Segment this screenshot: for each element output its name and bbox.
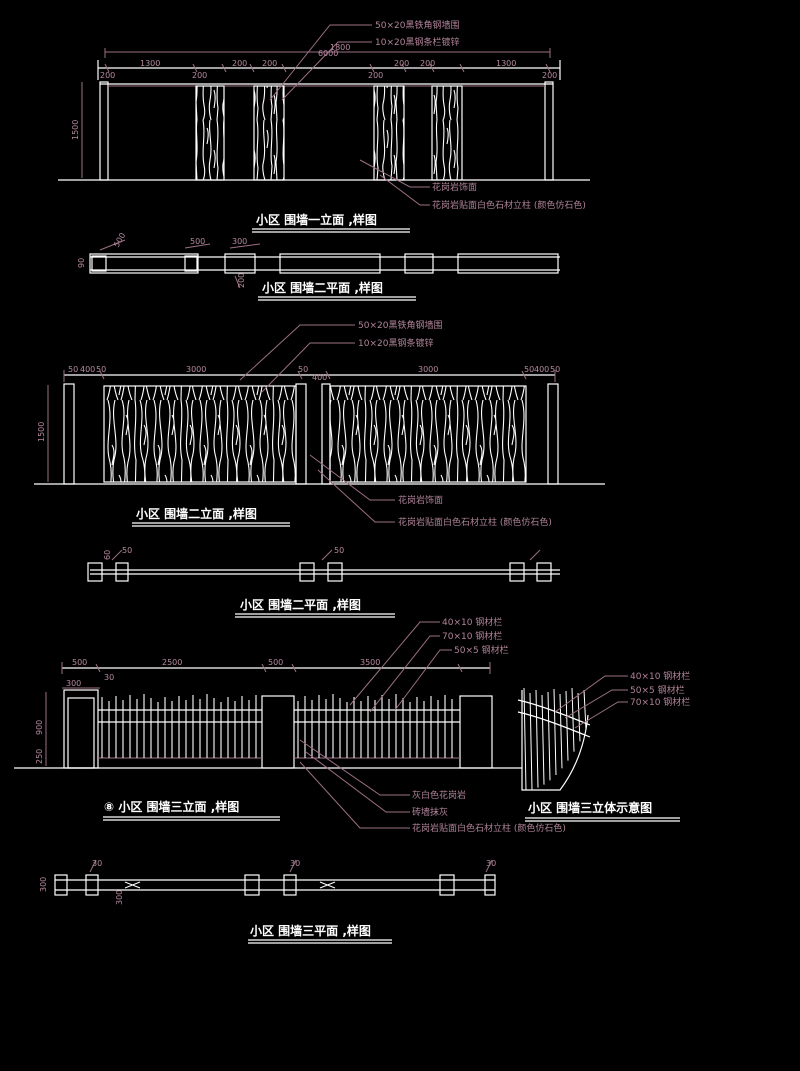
dim-label: 50 xyxy=(122,546,132,555)
drawing-title: 小区 围墙二平面 ,样图 xyxy=(262,280,383,295)
dim-label: 500 xyxy=(72,658,87,667)
dim-label: 200 xyxy=(420,59,435,68)
drawing-title: 小区 围墙三立体示意图 xyxy=(528,800,652,815)
dim-label: 30 xyxy=(486,859,496,868)
dim-label: 200 xyxy=(237,273,246,288)
note: 50×5 钢材栏 xyxy=(454,644,509,656)
picket xyxy=(583,689,587,731)
dim-label: 1800 xyxy=(330,43,350,52)
dim-label: 500 xyxy=(112,231,127,249)
dim-label: 300 xyxy=(39,877,48,892)
picket xyxy=(541,694,545,785)
dim-label: 200 xyxy=(394,59,409,68)
dim-label: 200 xyxy=(368,71,383,80)
dim-label: 500 xyxy=(268,658,283,667)
picket xyxy=(553,688,557,776)
picket xyxy=(529,692,533,790)
note: 40×10 钢材栏 xyxy=(630,670,690,682)
dim-label: 3000 xyxy=(186,365,206,374)
dim-label: 1300 xyxy=(496,59,516,68)
dim-label: 300 xyxy=(66,679,81,688)
drawing-title: ⑧ 小区 围墙三立面 ,样图 xyxy=(104,799,239,814)
elevation-3 xyxy=(14,621,522,829)
picket xyxy=(571,687,575,752)
dim-label: 90 xyxy=(77,258,86,268)
dim-label: 200 xyxy=(542,71,557,80)
elevation-1 xyxy=(58,24,590,233)
dim-label: 200 xyxy=(232,59,247,68)
note: 50×20黑铁角钢墙围 xyxy=(375,19,459,31)
dim-label: 30 xyxy=(92,859,102,868)
dim-label: 60 xyxy=(103,550,112,560)
note: 花岗岩贴面白色石材立柱 (颜色仿石色) xyxy=(432,199,586,211)
dim-label: 30 xyxy=(104,673,114,682)
dim-label: 200 xyxy=(192,71,207,80)
plan-1 xyxy=(89,239,560,301)
drawing-title: 小区 围墙二立面 ,样图 xyxy=(136,506,257,521)
drawing-title: 小区 围墙二平面 ,样图 xyxy=(240,597,361,612)
note: 10×20黑钢条镀锌 xyxy=(358,337,433,349)
picket xyxy=(535,689,539,788)
dim-height: 1500 xyxy=(37,422,46,442)
dim-label: 200 xyxy=(262,59,277,68)
dim-label: 50 xyxy=(68,365,78,374)
note: 花岗岩饰面 xyxy=(432,181,477,193)
drawing-title: 小区 围墙一立面 ,样图 xyxy=(256,212,377,227)
plan-2 xyxy=(87,549,560,618)
note: 花岗岩贴面白色石材立柱 (颜色仿石色) xyxy=(398,516,552,528)
dim-height: 250 xyxy=(35,749,44,764)
note: 花岗岩饰面 xyxy=(398,494,443,506)
dim-label: 1300 xyxy=(140,59,160,68)
dim-label: 50 xyxy=(550,365,560,374)
picket xyxy=(547,691,551,781)
dim-label: 400 xyxy=(80,365,95,374)
elevation-2 xyxy=(34,324,605,527)
note: 70×10 钢材栏 xyxy=(442,630,502,642)
dim-label: 500 xyxy=(190,237,205,246)
picket xyxy=(577,692,581,742)
dim-label: 3500 xyxy=(360,658,380,667)
perspective-3 xyxy=(517,675,680,822)
note: 70×10 钢材栏 xyxy=(630,696,690,708)
dim-label: 200 xyxy=(100,71,115,80)
dim-label: 400 xyxy=(534,365,549,374)
note: 花岗岩贴面白色石材立柱 (颜色仿石色) xyxy=(412,822,566,834)
picket xyxy=(523,687,527,791)
dim-label: 50 xyxy=(524,365,534,374)
dim-label: 30 xyxy=(290,859,300,868)
picket xyxy=(565,690,569,761)
dim-height: 1500 xyxy=(71,120,80,140)
note: 砖墙抹灰 xyxy=(412,806,448,818)
dim-total: 6000 xyxy=(318,49,338,58)
note: 50×5 钢材栏 xyxy=(630,684,685,696)
dim-label: 400 xyxy=(312,373,327,382)
dim-label: 3000 xyxy=(418,365,438,374)
picket xyxy=(559,693,563,769)
dim-label: 2500 xyxy=(162,658,182,667)
dim-label: 300 xyxy=(232,237,247,246)
dim-label: 50 xyxy=(96,365,106,374)
note: 40×10 钢材栏 xyxy=(442,616,502,628)
note: 10×20黑钢条栏镀锌 xyxy=(375,36,459,48)
drawing-title: 小区 围墙三平面 ,样图 xyxy=(250,923,371,938)
note: 灰白色花岗岩 xyxy=(412,789,466,801)
dim-height: 900 xyxy=(35,720,44,735)
dim-label: 50 xyxy=(298,365,308,374)
plan-3 xyxy=(54,859,496,944)
dim-label: 300 xyxy=(115,890,124,905)
dim-label: 50 xyxy=(334,546,344,555)
note: 50×20黑铁角钢墙围 xyxy=(358,319,442,331)
